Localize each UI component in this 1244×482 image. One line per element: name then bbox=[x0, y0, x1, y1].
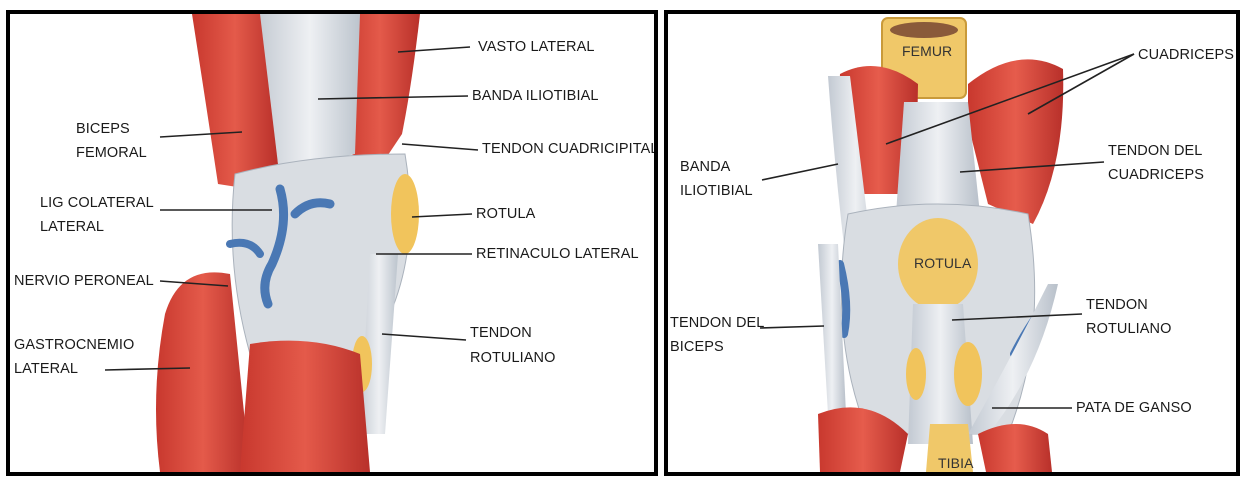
medial-fat-pad bbox=[954, 342, 982, 406]
label-femoral: FEMORAL bbox=[76, 144, 147, 163]
label-tendon-del-cuadriceps-2: CUADRICEPS bbox=[1108, 166, 1204, 185]
patella-lateral-edge bbox=[391, 174, 419, 254]
label-nervio-peroneal: NERVIO PERONEAL bbox=[14, 272, 154, 291]
label-cuadriceps: CUADRICEPS bbox=[1138, 46, 1234, 65]
label-lig-colateral: LIG COLATERAL bbox=[40, 194, 154, 213]
tibialis-anterior-muscle bbox=[240, 341, 370, 472]
lateral-fat-pad bbox=[906, 348, 926, 400]
label-tendon: TENDON bbox=[470, 324, 532, 343]
label-gastrocnemio: GASTROCNEMIO bbox=[14, 336, 134, 355]
arrow-tendon-cuadricipital bbox=[402, 144, 478, 150]
arrow-rotula bbox=[412, 214, 472, 217]
left-knee-illustration bbox=[10, 14, 654, 472]
label-tendon-cuadricipital: TENDON CUADRICIPITAL bbox=[482, 140, 658, 159]
arrow-banda-iliotibial bbox=[762, 164, 838, 180]
label-pata-de-ganso: PATA DE GANSO bbox=[1076, 399, 1192, 418]
label-rotula: ROTULA bbox=[476, 205, 535, 224]
arrow-tendon-biceps bbox=[760, 326, 824, 328]
label-tendon-del-cuadriceps-1: TENDON DEL bbox=[1108, 142, 1202, 161]
gastrocnemius-lateral-muscle bbox=[156, 272, 250, 472]
label-rotula: ROTULA bbox=[914, 254, 971, 273]
label-tendon-del-biceps-1: TENDON DEL bbox=[670, 314, 764, 333]
label-banda: BANDA bbox=[680, 158, 730, 177]
label-vasto-lateral: VASTO LATERAL bbox=[478, 38, 595, 57]
label-tibia: TIBIA bbox=[938, 454, 974, 473]
label-tendon-del-biceps-2: BICEPS bbox=[670, 338, 724, 357]
arrow-tendon-rotuliano bbox=[382, 334, 466, 340]
left-knee-lateral-panel: VASTO LATERAL BANDA ILIOTIBIAL BICEPS FE… bbox=[6, 10, 658, 476]
quadriceps-tendon bbox=[896, 102, 980, 214]
label-lateral-2: LATERAL bbox=[14, 360, 78, 379]
label-femur: FEMUR bbox=[902, 42, 952, 61]
right-knee-anterior-panel: FEMUR CUADRICEPS BANDA ILIOTIBIAL TENDON… bbox=[664, 10, 1240, 476]
label-retinaculo-lateral: RETINACULO LATERAL bbox=[476, 245, 639, 264]
label-banda-iliotibial: BANDA ILIOTIBIAL bbox=[472, 87, 599, 106]
label-tendon: TENDON bbox=[1086, 296, 1148, 315]
femur-marrow bbox=[890, 22, 958, 38]
label-biceps: BICEPS bbox=[76, 120, 130, 139]
label-rotuliano: ROTULIANO bbox=[1086, 320, 1172, 339]
label-lateral-1: LATERAL bbox=[40, 218, 104, 237]
label-iliotibial: ILIOTIBIAL bbox=[680, 182, 753, 201]
label-rotuliano: ROTULIANO bbox=[470, 349, 556, 368]
lower-leg-right-muscle bbox=[978, 424, 1052, 472]
